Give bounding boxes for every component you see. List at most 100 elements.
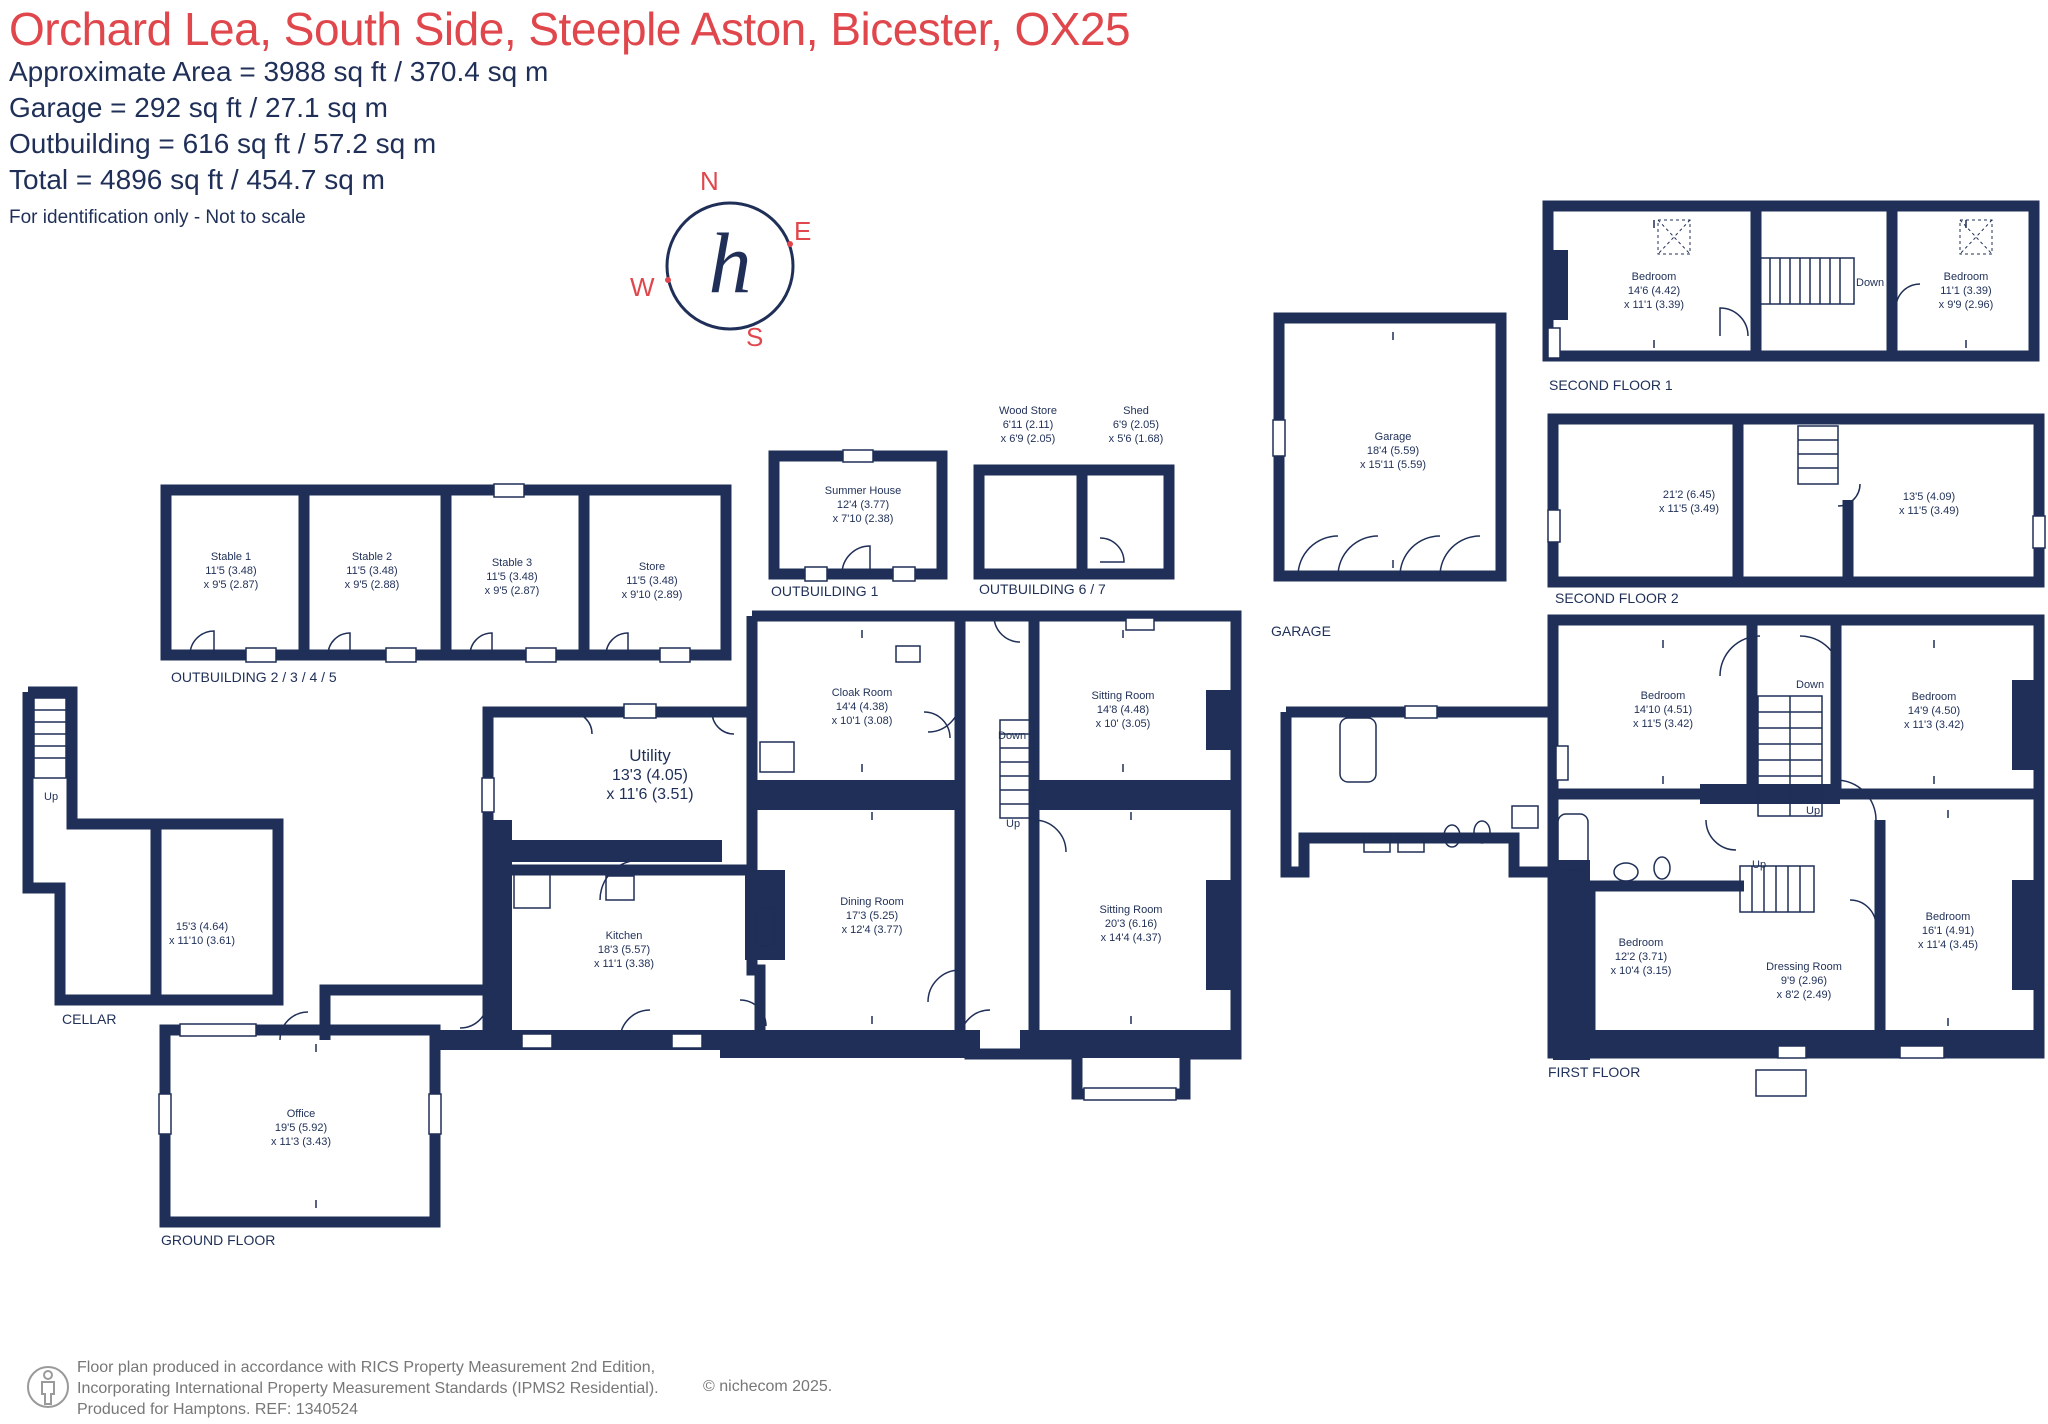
stable1-name: Stable 1 <box>211 551 251 563</box>
fixtures <box>513 645 1807 1097</box>
stair-down-gf: Down <box>998 730 1026 742</box>
label-second-floor-1: SECOND FLOOR 1 <box>1549 377 1673 393</box>
wood-store-name: Wood Store <box>999 405 1057 417</box>
stair-up-dressing: Up <box>1752 859 1766 871</box>
stair-down-sf1: Down <box>1856 277 1884 289</box>
total-area: Total = 4896 sq ft / 454.7 sq m <box>9 164 385 195</box>
kitchen-name: Kitchen <box>606 930 643 942</box>
stair-up-ff: Up <box>1806 805 1820 817</box>
stair-labels: Down Down Up Up Down Up Up <box>44 277 1884 871</box>
svg-text:21'2 (6.45)x 11'5 (3.49): 21'2 (6.45)x 11'5 (3.49) <box>1659 489 1719 515</box>
sf1-bedroom-right-name: Bedroom <box>1944 271 1989 283</box>
label-outbuilding-1: OUTBUILDING 1 <box>771 583 879 599</box>
office-name: Office <box>287 1108 316 1120</box>
compass-n: N <box>700 166 719 196</box>
thick-walls <box>430 250 2039 1060</box>
person-icon <box>27 1366 69 1408</box>
label-second-floor-2: SECOND FLOOR 2 <box>1555 590 1679 606</box>
second-floor-2-walls <box>1547 413 2045 588</box>
sitting-room-large-name: Sitting Room <box>1100 904 1163 916</box>
garage-area: Garage = 292 sq ft / 27.1 sq m <box>9 92 388 123</box>
stable3-name: Stable 3 <box>492 557 532 569</box>
compass: h N E S W <box>630 166 811 352</box>
store-name: Store <box>639 561 665 573</box>
ff-bedroom-4-name: Bedroom <box>1926 911 1971 923</box>
label-ground-floor: GROUND FLOOR <box>161 1232 275 1248</box>
dimension-arrows <box>315 220 1967 1208</box>
sf2-left-size: 21'2 (6.45) <box>1663 489 1715 501</box>
footer-notes: Floor plan produced in accordance with R… <box>77 1357 659 1420</box>
svg-text:x 11'6 (3.51): x 11'6 (3.51) <box>606 786 693 803</box>
dining-room-name: Dining Room <box>840 896 904 908</box>
sitting-room-small-name: Sitting Room <box>1092 690 1155 702</box>
compass-w: W <box>630 272 655 302</box>
ff-bedroom-1-name: Bedroom <box>1641 690 1686 702</box>
cloak-room-name: Cloak Room <box>832 687 893 699</box>
stair-up-gf: Up <box>1006 818 1020 830</box>
label-cellar: CELLAR <box>62 1011 116 1027</box>
svg-text:13'3 (4.05): 13'3 (4.05) <box>612 767 688 784</box>
copyright: © nichecom 2025. <box>703 1378 833 1395</box>
label-first-floor: FIRST FLOOR <box>1548 1064 1640 1080</box>
ff-dressing-room-name: Dressing Room <box>1766 961 1842 973</box>
utility-label: Utility 13'3 (4.05) x 11'6 (3.51) <box>606 746 693 803</box>
footer-line-2: Incorporating International Property Mea… <box>77 1380 659 1397</box>
doors <box>189 283 1921 1041</box>
utility-name: Utility <box>629 746 671 765</box>
outbuilding-area: Outbuilding = 616 sq ft / 57.2 sq m <box>9 128 437 159</box>
stable2-name: Stable 2 <box>352 551 392 563</box>
ground-floor-east-walls <box>746 610 1242 1100</box>
footer-line-3: Produced for Hamptons. REF: 1340524 <box>77 1401 359 1418</box>
summer-house-name: Summer House <box>825 485 901 497</box>
label-outbuilding-2345: OUTBUILDING 2 / 3 / 4 / 5 <box>171 669 337 685</box>
cellar-room-size: 15'3 (4.64) <box>176 921 228 933</box>
first-floor-bath-walls <box>1280 706 1559 878</box>
skylights <box>1657 219 1993 255</box>
svg-text:Stable 211'5 (3.48)x 9'5 (2.88: Stable 211'5 (3.48)x 9'5 (2.88) <box>345 551 400 591</box>
compass-e: E <box>794 216 811 246</box>
garage-name: Garage <box>1375 431 1412 443</box>
label-garage: GARAGE <box>1271 623 1331 639</box>
section-labels: OUTBUILDING 1 OUTBUILDING 6 / 7 OUTBUILD… <box>62 377 1679 1248</box>
woodstore-shed-walls <box>973 464 1175 580</box>
stair-up-cellar: Up <box>44 791 58 803</box>
ff-bedroom-3-name: Bedroom <box>1619 937 1664 949</box>
walls <box>22 200 2045 1228</box>
label-outbuilding-67: OUTBUILDING 6 / 7 <box>979 581 1106 597</box>
compass-ring <box>665 201 795 331</box>
stairs <box>33 257 1855 913</box>
ff-bedroom-2-name: Bedroom <box>1912 691 1957 703</box>
svg-text:15'3 (4.64)x 11'10 (3.61): 15'3 (4.64)x 11'10 (3.61) <box>169 921 235 947</box>
windows <box>158 327 2046 1135</box>
cellar-walls <box>22 686 284 1006</box>
svg-text:13'5 (4.09)x 11'5 (3.49): 13'5 (4.09)x 11'5 (3.49) <box>1899 491 1959 517</box>
svg-text:Stable 311'5 (3.48)x 9'5 (2.87: Stable 311'5 (3.48)x 9'5 (2.87) <box>485 557 540 597</box>
shed-name: Shed <box>1123 405 1149 417</box>
disclaimer: For identification only - Not to scale <box>9 207 306 228</box>
page-title: Orchard Lea, South Side, Steeple Aston, … <box>9 3 1131 55</box>
approximate-area: Approximate Area = 3988 sq ft / 370.4 sq… <box>9 56 549 87</box>
footer-line-1: Floor plan produced in accordance with R… <box>77 1359 656 1376</box>
stair-down-ff: Down <box>1796 679 1824 691</box>
compass-s: S <box>746 322 763 352</box>
